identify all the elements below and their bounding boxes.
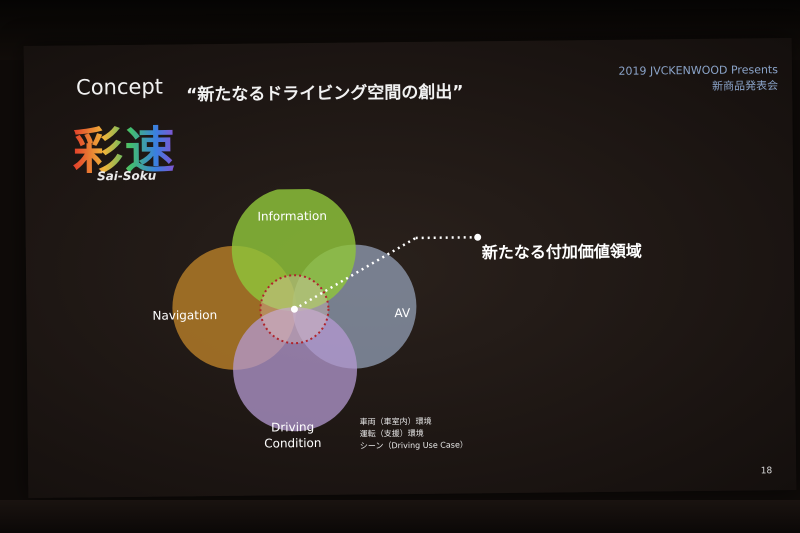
callout-endpoint-dot <box>474 233 482 241</box>
venn-label-driving-line-2: Condition <box>264 435 322 451</box>
saisoku-logo-roman: Sai-Soku <box>96 168 157 184</box>
room-floor <box>0 500 800 533</box>
venn-label-driving-line-1: Driving <box>270 420 315 435</box>
information-circle <box>231 187 356 312</box>
note-item: 運転（支援）環境 <box>359 428 424 439</box>
slide-heading: Concept <box>75 74 164 100</box>
note-item: 車両（車室内）環境 <box>359 416 432 427</box>
page-number: 18 <box>760 466 773 477</box>
slide-tagline: “新たなるドライビング空間の創出” <box>186 82 464 106</box>
presenter-line-2: 新商品発表会 <box>712 79 779 93</box>
driving-condition-circle <box>233 307 358 432</box>
projected-slide: Concept “新たなるドライビング空間の創出” 2019 JVCKENWOO… <box>23 37 797 499</box>
venn-label-av: AV <box>394 306 411 321</box>
venn-label-information: Information <box>257 208 327 224</box>
driving-notes: 車両（車室内）環境 運転（支援）環境 シーン（Driving Use Case） <box>360 415 468 452</box>
callout-leader-line-2 <box>415 236 476 240</box>
presenter-line-1: 2019 JVCKENWOOD Presents <box>618 63 779 78</box>
venn-label-driving-condition: Driving Condition <box>262 419 324 452</box>
presenter-label: 2019 JVCKENWOOD Presents 新商品発表会 <box>618 62 778 96</box>
note-item: シーン（Driving Use Case） <box>359 440 468 451</box>
callout-text: 新たなる付加価値領域 <box>481 241 642 263</box>
venn-label-navigation: Navigation <box>152 308 218 323</box>
venn-diagram <box>172 187 482 432</box>
